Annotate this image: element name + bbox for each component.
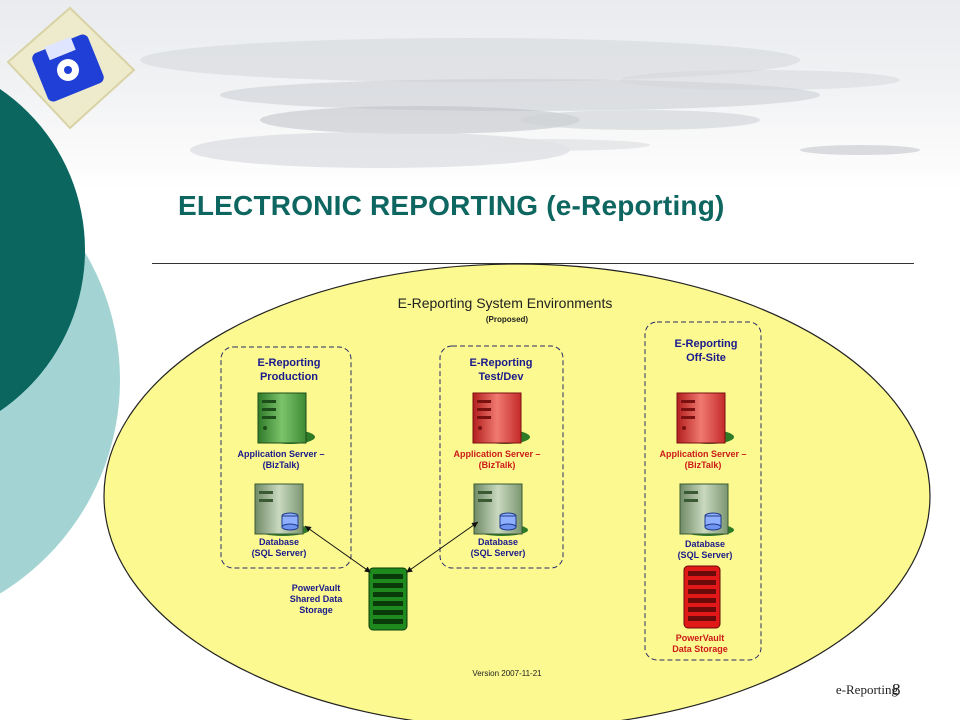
test-dev-db-label-line2: (SQL Server)	[471, 548, 526, 558]
off-site-title-line1: E-Reporting	[675, 338, 738, 350]
page-number: 8	[892, 680, 901, 699]
diagram-version: Version 2007-11-21	[472, 669, 542, 678]
banner-swoosh-art	[140, 38, 920, 168]
slide-title: ELECTRONIC REPORTING (e-Reporting)	[178, 190, 725, 221]
off-site-title-line2: Off-Site	[686, 352, 726, 364]
shared-storage-label-line3: Storage	[299, 605, 333, 615]
teal-dark-circle	[0, 89, 85, 411]
production-boundary	[220, 346, 352, 569]
environment-production: E-Reporting Production Application Serve…	[220, 346, 352, 569]
test-dev-title-line2: Test/Dev	[478, 371, 524, 383]
production-app-label-line1: Application Server –	[237, 449, 324, 459]
off-site-db-label-line2: (SQL Server)	[678, 550, 733, 560]
production-title-line1: E-Reporting	[258, 357, 321, 369]
connector-test-dev-db	[406, 521, 479, 573]
floppy-disk-logo	[6, 6, 136, 130]
connector-production-db	[304, 525, 371, 573]
shared-storage-icon	[368, 567, 408, 631]
production-app-label-line2: (BizTalk)	[263, 460, 300, 470]
test-dev-title-line1: E-Reporting	[470, 357, 533, 369]
title-divider	[152, 263, 914, 264]
diagram-heading: E-Reporting System Environments	[398, 295, 613, 311]
test-dev-boundary	[439, 345, 564, 569]
production-title-line2: Production	[260, 371, 318, 383]
footer-label: e-Reporting	[835, 682, 898, 697]
left-decoration	[0, 6, 136, 594]
off-site-database-icon	[679, 483, 734, 536]
shared-storage-label-line2: Shared Data	[290, 594, 344, 604]
off-site-db-label-line1: Database	[685, 539, 725, 549]
test-dev-app-label-line1: Application Server –	[453, 449, 540, 459]
off-site-storage-label-line2: Data Storage	[672, 644, 728, 654]
test-dev-database-icon	[473, 483, 528, 536]
production-db-label-line1: Database	[259, 537, 299, 547]
production-db-label-line2: (SQL Server)	[252, 548, 307, 558]
environment-off-site: E-Reporting Off-Site Application Server …	[644, 321, 762, 661]
production-database-icon	[254, 483, 309, 536]
diagram-subheading: (Proposed)	[486, 315, 529, 324]
off-site-app-server-icon	[676, 392, 734, 444]
off-site-app-label-line1: Application Server –	[659, 449, 746, 459]
test-dev-db-label-line1: Database	[478, 537, 518, 547]
header-banner	[0, 0, 960, 190]
test-dev-app-server-icon	[472, 392, 530, 444]
off-site-storage-icon	[683, 565, 721, 629]
off-site-storage-label-line1: PowerVault	[676, 633, 725, 643]
off-site-boundary	[644, 321, 762, 661]
off-site-app-label-line2: (BizTalk)	[685, 460, 722, 470]
environment-test-dev: E-Reporting Test/Dev Application Server …	[439, 345, 564, 569]
production-app-server-icon	[257, 392, 315, 444]
shared-storage-label-line1: PowerVault	[292, 583, 341, 593]
test-dev-app-label-line2: (BizTalk)	[479, 460, 516, 470]
